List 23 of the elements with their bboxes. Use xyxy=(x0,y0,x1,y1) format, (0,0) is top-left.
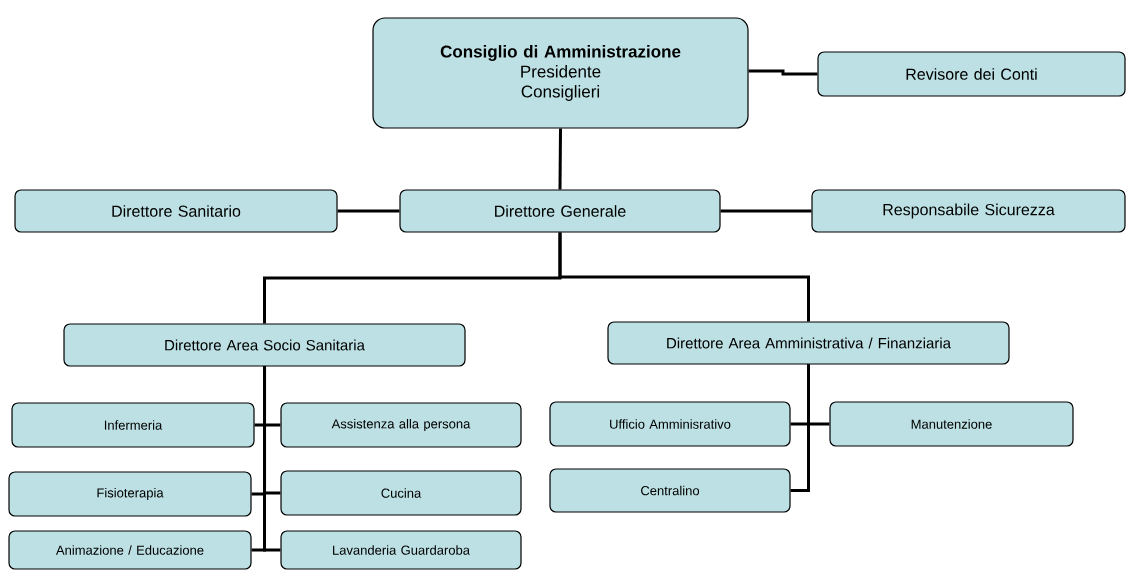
org-box: Direttore Area Socio Sanitaria xyxy=(63,323,466,367)
connector-line xyxy=(337,209,400,213)
org-box: Centralino xyxy=(549,468,791,513)
connector-line xyxy=(558,232,810,322)
org-box: Ufficio Amminisrativo xyxy=(549,401,791,447)
org-box: Assistenza alla persona xyxy=(280,402,522,448)
org-box: Direttore Area Amministrativa / Finanziaria xyxy=(607,321,1010,365)
org-box: Revisore dei Conti xyxy=(817,51,1126,97)
org-box: Consiglio di Amministrazione Presidente Consiglieri xyxy=(372,17,749,129)
connector-line xyxy=(263,366,281,552)
org-box: Direttore Sanitario xyxy=(14,189,338,233)
connector-line xyxy=(558,128,562,190)
org-box: Fisioterapia xyxy=(8,471,252,517)
org-box: Direttore Generale xyxy=(399,189,721,233)
org-box: Lavanderia Guardaroba xyxy=(280,530,522,570)
org-box: Responsabile Sicurezza xyxy=(811,189,1126,233)
connector-line xyxy=(720,209,812,213)
org-box: Animazione / Educazione xyxy=(8,530,252,570)
org-box: Infermeria xyxy=(11,402,255,448)
connector-line xyxy=(790,364,810,492)
org-box: Cucina xyxy=(280,470,522,516)
connector-line xyxy=(748,69,818,76)
org-box: Manutenzione xyxy=(829,401,1074,447)
